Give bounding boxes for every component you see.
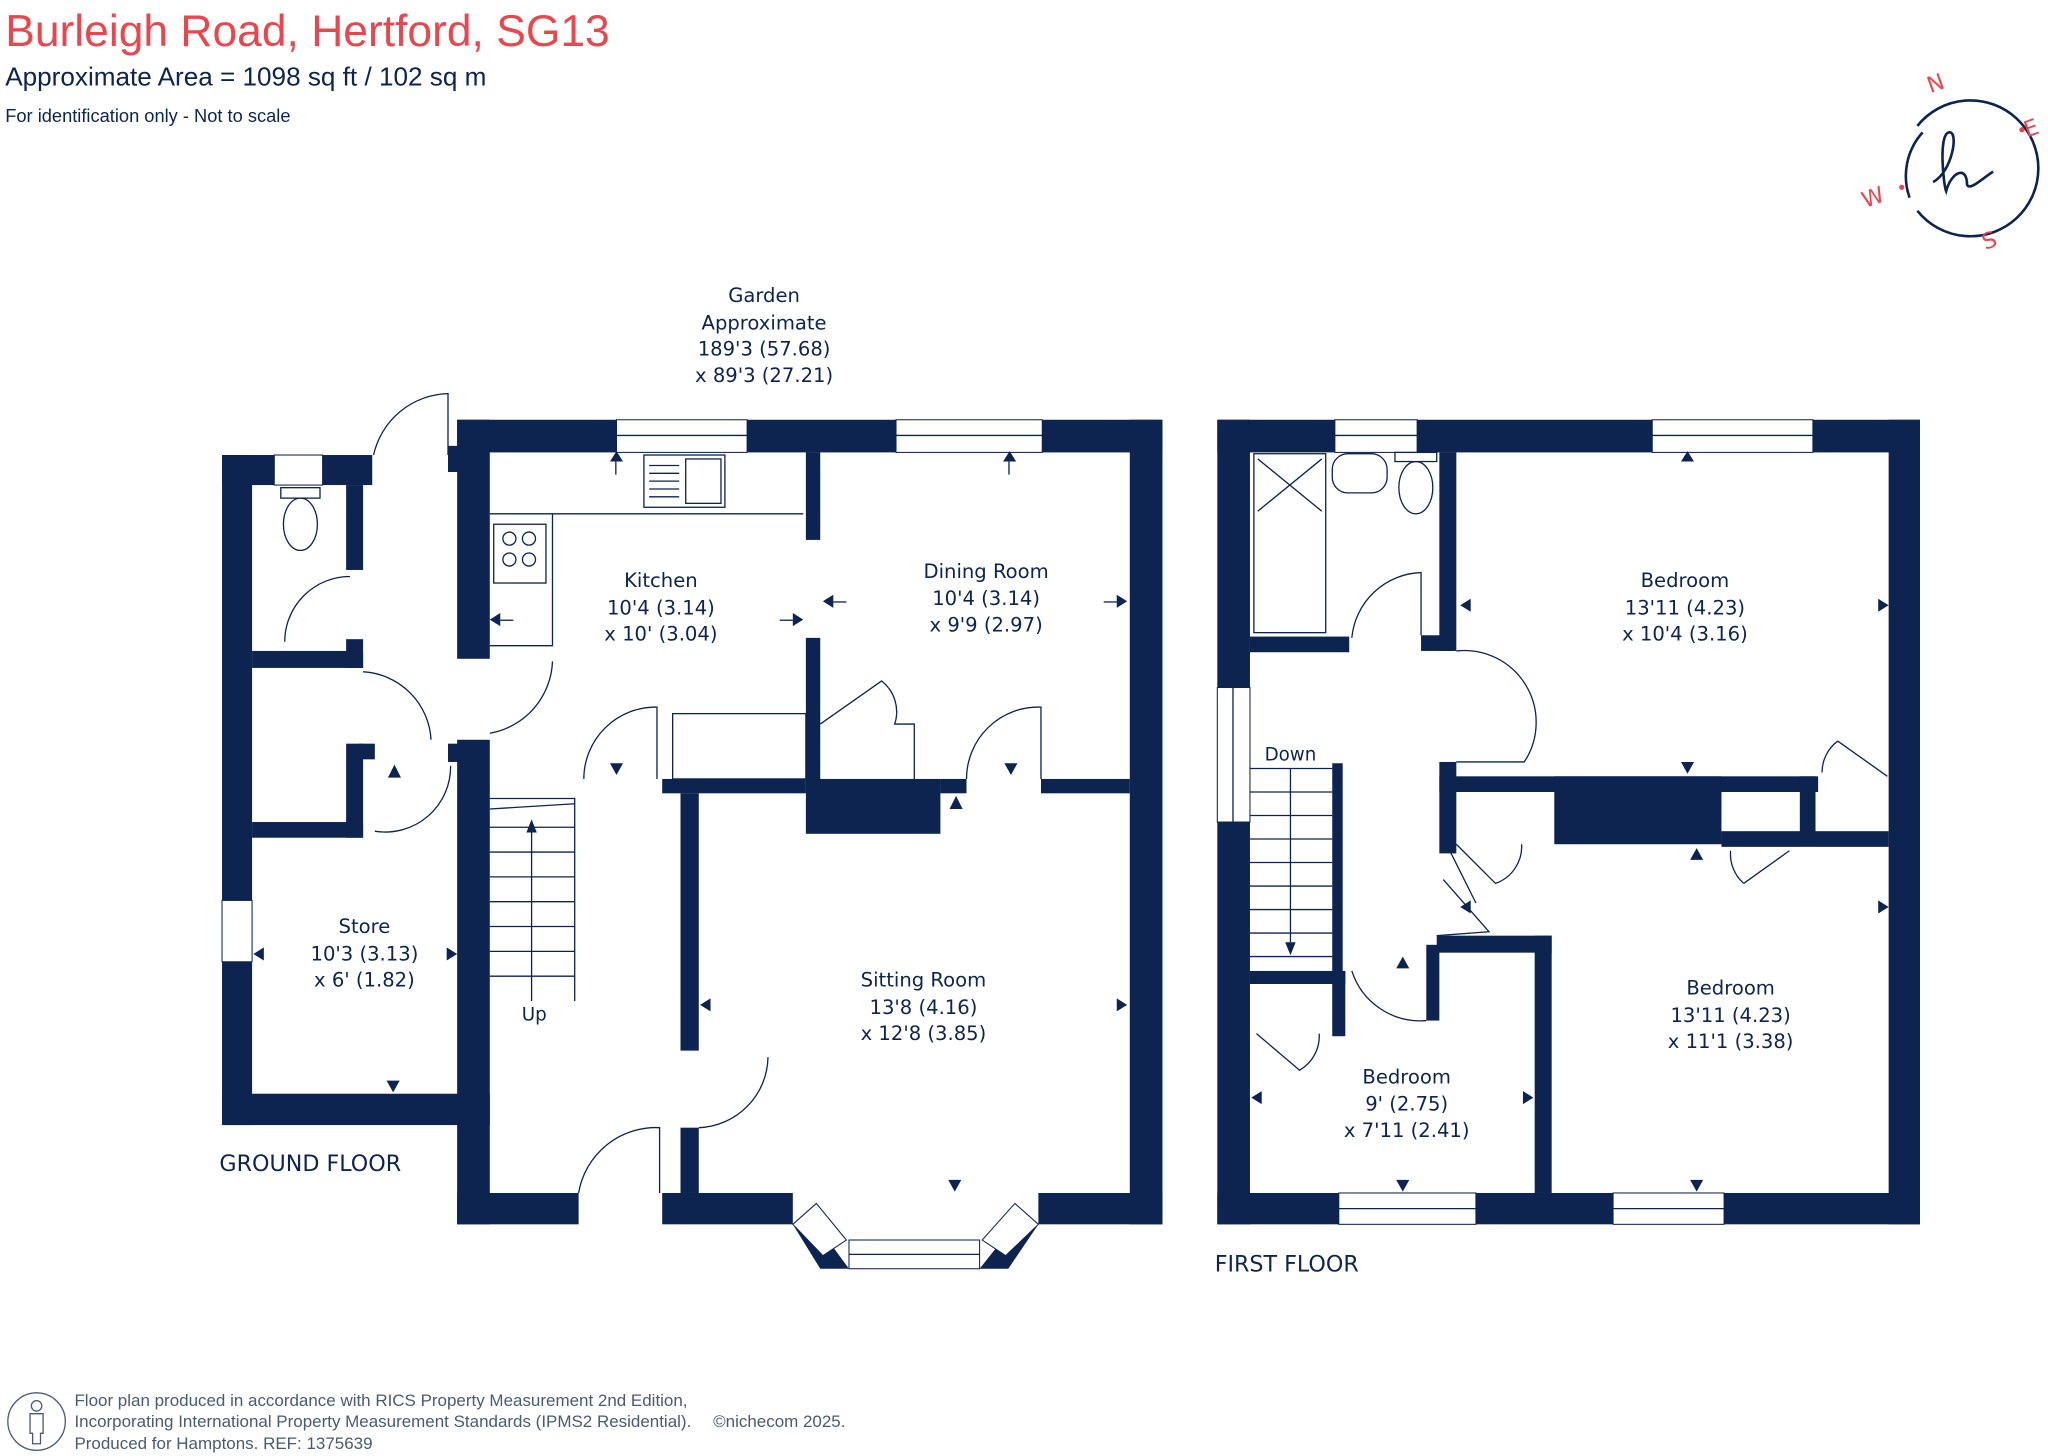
room-dim: 10'4 (3.14) [607,596,715,619]
toilet-icon [1398,460,1434,515]
room-dim: x 11'1 (3.38) [1668,1030,1794,1053]
room-dim: x 9'9 (2.97) [930,613,1043,636]
dimension-arrows [253,451,1128,1192]
room-dim: 13'11 (4.23) [1625,596,1745,619]
first-floor-label: FIRST FLOOR [1215,1251,1359,1277]
staircase: Down [1249,745,1333,958]
room-dim: 9' (2.75) [1365,1093,1448,1116]
basin-icon [1331,453,1388,494]
ground-floor-label: GROUND FLOOR [219,1151,401,1177]
footer-line-2: Incorporating International Property Mea… [74,1412,691,1431]
room-dim: 13'11 (4.23) [1670,1004,1790,1027]
staircase: Up [489,797,576,1026]
room-dim: x 7'11 (2.41) [1344,1119,1470,1142]
garden-dim1: 189'3 (57.68) [698,338,831,361]
room-dim: x 10' (3.04) [604,622,717,645]
room-dim: 10'4 (3.14) [932,587,1040,610]
footer: Floor plan produced in accordance with R… [7,1391,845,1453]
room-name: Store [339,915,391,938]
info-person-icon [7,1392,66,1451]
room-dim: 13'8 (4.16) [870,996,978,1019]
room-dim: x 10'4 (3.16) [1622,622,1748,645]
first-floor-plan: Down Bedroom 13'11 (4.23) x 10'4 (3.16) … [1215,419,1920,1277]
bath-icon [1253,453,1327,634]
toilet-icon [282,497,319,552]
room-name: Bedroom [1641,569,1730,592]
room-dim: x 12'8 (3.85) [861,1022,987,1045]
garden-dim2: x 89'3 (27.21) [695,364,833,387]
garden-approx: Approximate [702,312,827,335]
footer-line-3: Produced for Hamptons. REF: 1375639 [74,1434,372,1453]
stairs-down-label: Down [1265,745,1317,766]
property-title: Burleigh Road, Hertford, SG13 [5,7,610,56]
room-dim: 10'3 (3.13) [310,942,418,965]
garden-title: Garden [728,284,800,307]
room-name: Kitchen [624,569,698,592]
room-name: Bedroom [1362,1065,1451,1088]
room-name: Sitting Room [861,969,986,992]
approximate-area: Approximate Area = 1098 sq ft / 102 sq m [5,61,486,91]
garden-label: Garden Approximate 189'3 (57.68) x 89'3 … [695,284,833,387]
ground-floor-plan: Up Kitchen 10'4 (3.14) x 10' (3.04) Dini… [219,392,1163,1270]
compass-west: W [1858,182,1888,214]
footer-copyright: ©nichecom 2025. [713,1412,845,1431]
compass-ring [1916,99,2040,238]
stairs-up-label: Up [522,1005,547,1026]
compass-logo: N E S W [1858,69,2042,256]
room-dim: x 6' (1.82) [314,969,415,992]
compass-north: N [1924,69,1949,99]
footer-line-1: Floor plan produced in accordance with R… [74,1391,687,1410]
hamptons-h-icon [1932,131,1994,196]
room-name: Dining Room [924,560,1049,583]
hob-icon [493,523,547,584]
dimension-arrows [1251,451,1889,1192]
disclaimer-note: For identification only - Not to scale [5,105,290,126]
room-name: Bedroom [1686,976,1775,999]
